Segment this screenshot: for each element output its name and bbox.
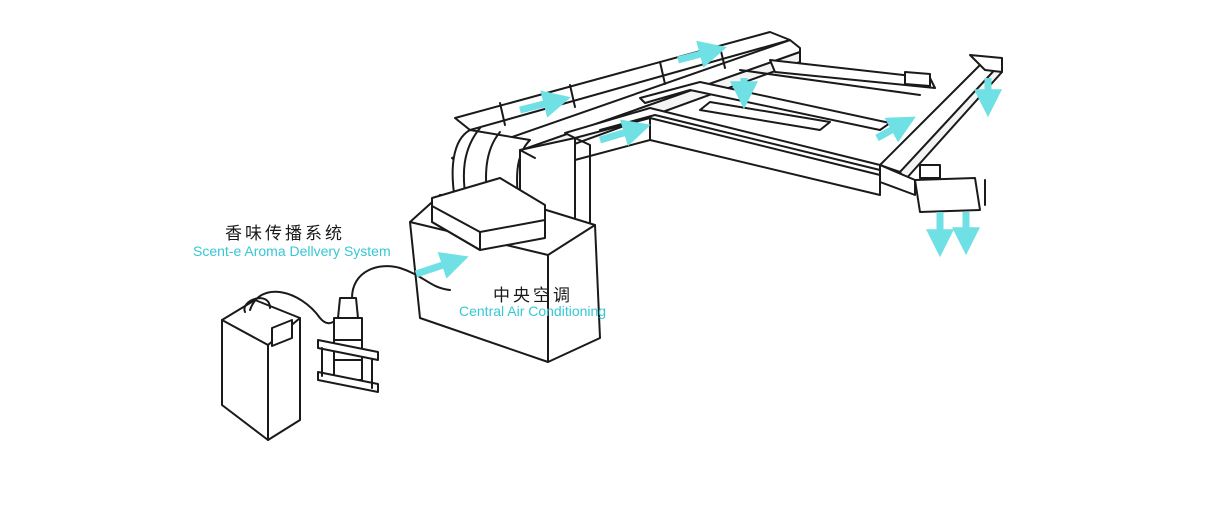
- arrow-icon: [677, 40, 727, 68]
- arrow-icon: [414, 252, 469, 279]
- aroma-diffuser-icon: [221, 290, 346, 441]
- air-conditioning-label-en: Central Air Conditioning: [459, 303, 607, 319]
- arrow-icon: [519, 90, 571, 118]
- scent-system-label-en: Scent-e Aroma Dellvery System: [193, 243, 391, 259]
- arrow-icon: [598, 119, 651, 147]
- atomizer-nozzle: [317, 265, 451, 393]
- air-conditioning-label-cn: 中央空调: [493, 286, 573, 306]
- air-conditioner-icon: [409, 177, 601, 363]
- scent-system-label-cn: 香味传播系统: [225, 224, 345, 244]
- airflow-arrows: [414, 40, 1002, 279]
- arrow-icon: [875, 116, 916, 143]
